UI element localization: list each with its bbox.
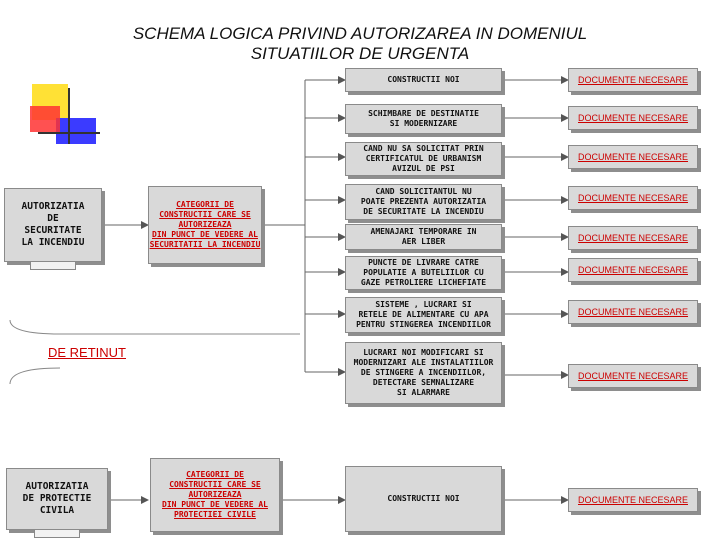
documente-necesare-link[interactable]: DOCUMENTE NECESARE xyxy=(568,186,698,210)
category-protectie-box[interactable]: CATEGORII DE CONSTRUCTII CARE SE AUTORIZ… xyxy=(150,458,280,532)
box-tab xyxy=(34,530,80,538)
middle-item-label: PUNCTE DE LIVRARE CATRE POPULATIE A BUTE… xyxy=(360,258,487,287)
middle-item: SCHIMBARE DE DESTINATIE SI MODERNIZARE xyxy=(345,104,502,134)
documente-necesare-link[interactable]: DOCUMENTE NECESARE xyxy=(568,258,698,282)
middle-item: AMENAJARI TEMPORARE IN AER LIBER xyxy=(345,224,502,250)
autorizatia-incendiu-label: AUTORIZATIA DE SECURITATE LA INCENDIU xyxy=(21,201,85,248)
decorative-squares xyxy=(30,84,100,164)
doc-label[interactable]: DOCUMENTE NECESARE xyxy=(577,307,688,317)
de-retinut-link[interactable]: DE RETINUT xyxy=(48,345,126,360)
middle-item: LUCRARI NOI MODIFICARI SI MODERNIZARI AL… xyxy=(345,342,502,404)
middle-item-bottom-label: CONSTRUCTII NOI xyxy=(387,494,460,503)
documente-necesare-link[interactable]: DOCUMENTE NECESARE xyxy=(568,488,698,512)
documente-necesare-link[interactable]: DOCUMENTE NECESARE xyxy=(568,226,698,250)
documente-necesare-link[interactable]: DOCUMENTE NECESARE xyxy=(568,106,698,130)
middle-item-label: LUCRARI NOI MODIFICARI SI MODERNIZARI AL… xyxy=(353,348,494,397)
documente-necesare-link[interactable]: DOCUMENTE NECESARE xyxy=(568,364,698,388)
doc-label[interactable]: DOCUMENTE NECESARE xyxy=(577,193,688,203)
autorizatia-protectie-box: AUTORIZATIA DE PROTECTIE CIVILA xyxy=(6,468,108,530)
box-tab xyxy=(30,262,76,270)
category-protectie-label[interactable]: CATEGORII DE CONSTRUCTII CARE SE AUTORIZ… xyxy=(162,470,268,519)
middle-item: CONSTRUCTII NOI xyxy=(345,68,502,92)
middle-item-label: CONSTRUCTII NOI xyxy=(387,75,460,84)
autorizatia-incendiu-box: AUTORIZATIA DE SECURITATE LA INCENDIU xyxy=(4,188,102,262)
documente-necesare-link[interactable]: DOCUMENTE NECESARE xyxy=(568,145,698,169)
doc-label[interactable]: DOCUMENTE NECESARE xyxy=(577,495,688,505)
doc-label[interactable]: DOCUMENTE NECESARE xyxy=(577,152,688,162)
middle-item: CAND NU SA SOLICITAT PRIN CERTIFICATUL D… xyxy=(345,142,502,176)
middle-item: SISTEME , LUCRARI SI RETELE DE ALIMENTAR… xyxy=(345,297,502,333)
middle-item: CAND SOLICITANTUL NU POATE PREZENTA AUTO… xyxy=(345,184,502,220)
category-incendiu-label[interactable]: CATEGORII DE CONSTRUCTII CARE SE AUTORIZ… xyxy=(149,200,261,249)
documente-necesare-link[interactable]: DOCUMENTE NECESARE xyxy=(568,68,698,92)
autorizatia-protectie-label: AUTORIZATIA DE PROTECTIE CIVILA xyxy=(22,481,92,516)
middle-item-bottom: CONSTRUCTII NOI xyxy=(345,466,502,532)
middle-item-label: AMENAJARI TEMPORARE IN AER LIBER xyxy=(370,227,477,246)
page-title: SCHEMA LOGICA PRIVIND AUTORIZAREA IN DOM… xyxy=(132,24,588,63)
documente-necesare-link[interactable]: DOCUMENTE NECESARE xyxy=(568,300,698,324)
category-incendiu-box[interactable]: CATEGORII DE CONSTRUCTII CARE SE AUTORIZ… xyxy=(148,186,262,264)
middle-item-label: SISTEME , LUCRARI SI RETELE DE ALIMENTAR… xyxy=(356,300,491,329)
doc-label[interactable]: DOCUMENTE NECESARE xyxy=(577,265,688,275)
doc-label[interactable]: DOCUMENTE NECESARE xyxy=(577,75,688,85)
middle-item-label: CAND NU SA SOLICITAT PRIN CERTIFICATUL D… xyxy=(363,144,484,173)
middle-item: PUNCTE DE LIVRARE CATRE POPULATIE A BUTE… xyxy=(345,256,502,290)
middle-item-label: SCHIMBARE DE DESTINATIE SI MODERNIZARE xyxy=(368,109,479,128)
doc-label[interactable]: DOCUMENTE NECESARE xyxy=(577,233,688,243)
middle-item-label: CAND SOLICITANTUL NU POATE PREZENTA AUTO… xyxy=(360,187,487,216)
doc-label[interactable]: DOCUMENTE NECESARE xyxy=(577,371,688,381)
doc-label[interactable]: DOCUMENTE NECESARE xyxy=(577,113,688,123)
